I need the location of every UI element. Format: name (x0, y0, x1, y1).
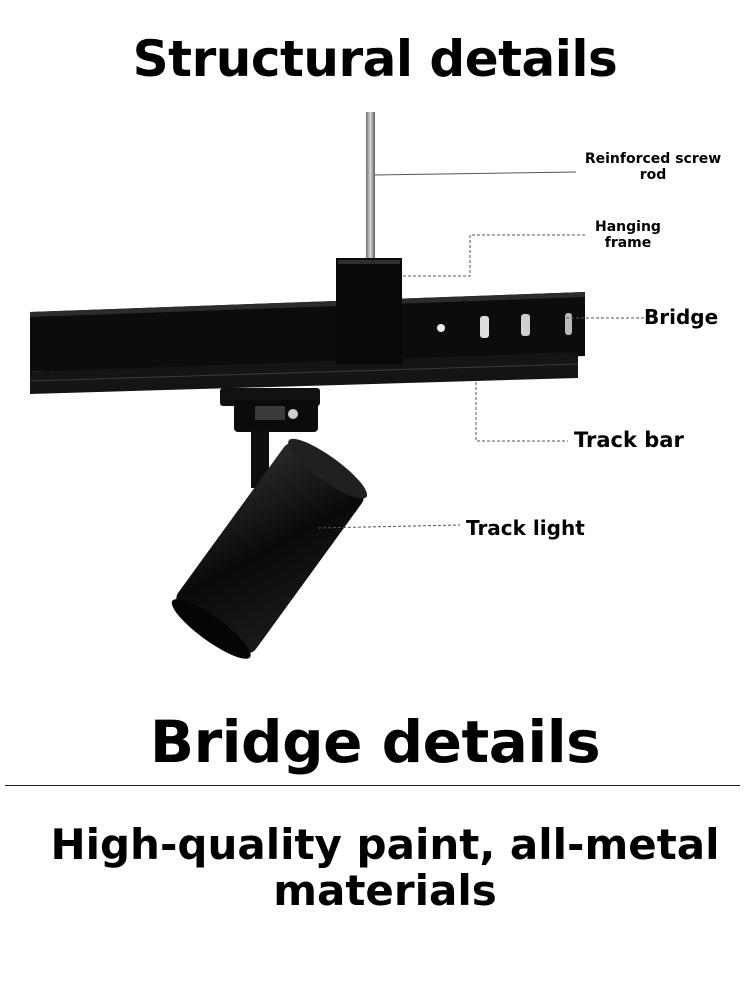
track-light-diagram (29, 112, 644, 659)
callout-track-bar: Track bar (574, 428, 684, 452)
callout-track-light: Track light (466, 516, 585, 540)
bridge-hole (437, 324, 445, 332)
section-divider (5, 785, 740, 786)
callout-line-hanging-frame (403, 234, 585, 277)
bridge-slot (480, 316, 489, 338)
hanging-frame (336, 258, 402, 364)
track-light (171, 438, 368, 659)
materials-subtitle: High-quality paint, all-metal materials (50, 820, 720, 915)
bridge-slot (565, 313, 572, 335)
callout-bridge: Bridge (644, 305, 719, 329)
bridge-slot (521, 314, 530, 336)
bridge-details-title: Bridge details (149, 708, 601, 776)
callout-hanging-frame: Hanging frame (595, 219, 661, 251)
callout-screw-rod: Reinforced screw rod (584, 151, 722, 183)
callout-line-track-light (317, 524, 461, 529)
structural-details-title: Structural details (132, 30, 618, 88)
callout-line-screw-rod (374, 171, 577, 176)
screw-rod (366, 112, 375, 262)
callout-line-track-bar (475, 382, 568, 442)
light-stem (251, 430, 269, 488)
